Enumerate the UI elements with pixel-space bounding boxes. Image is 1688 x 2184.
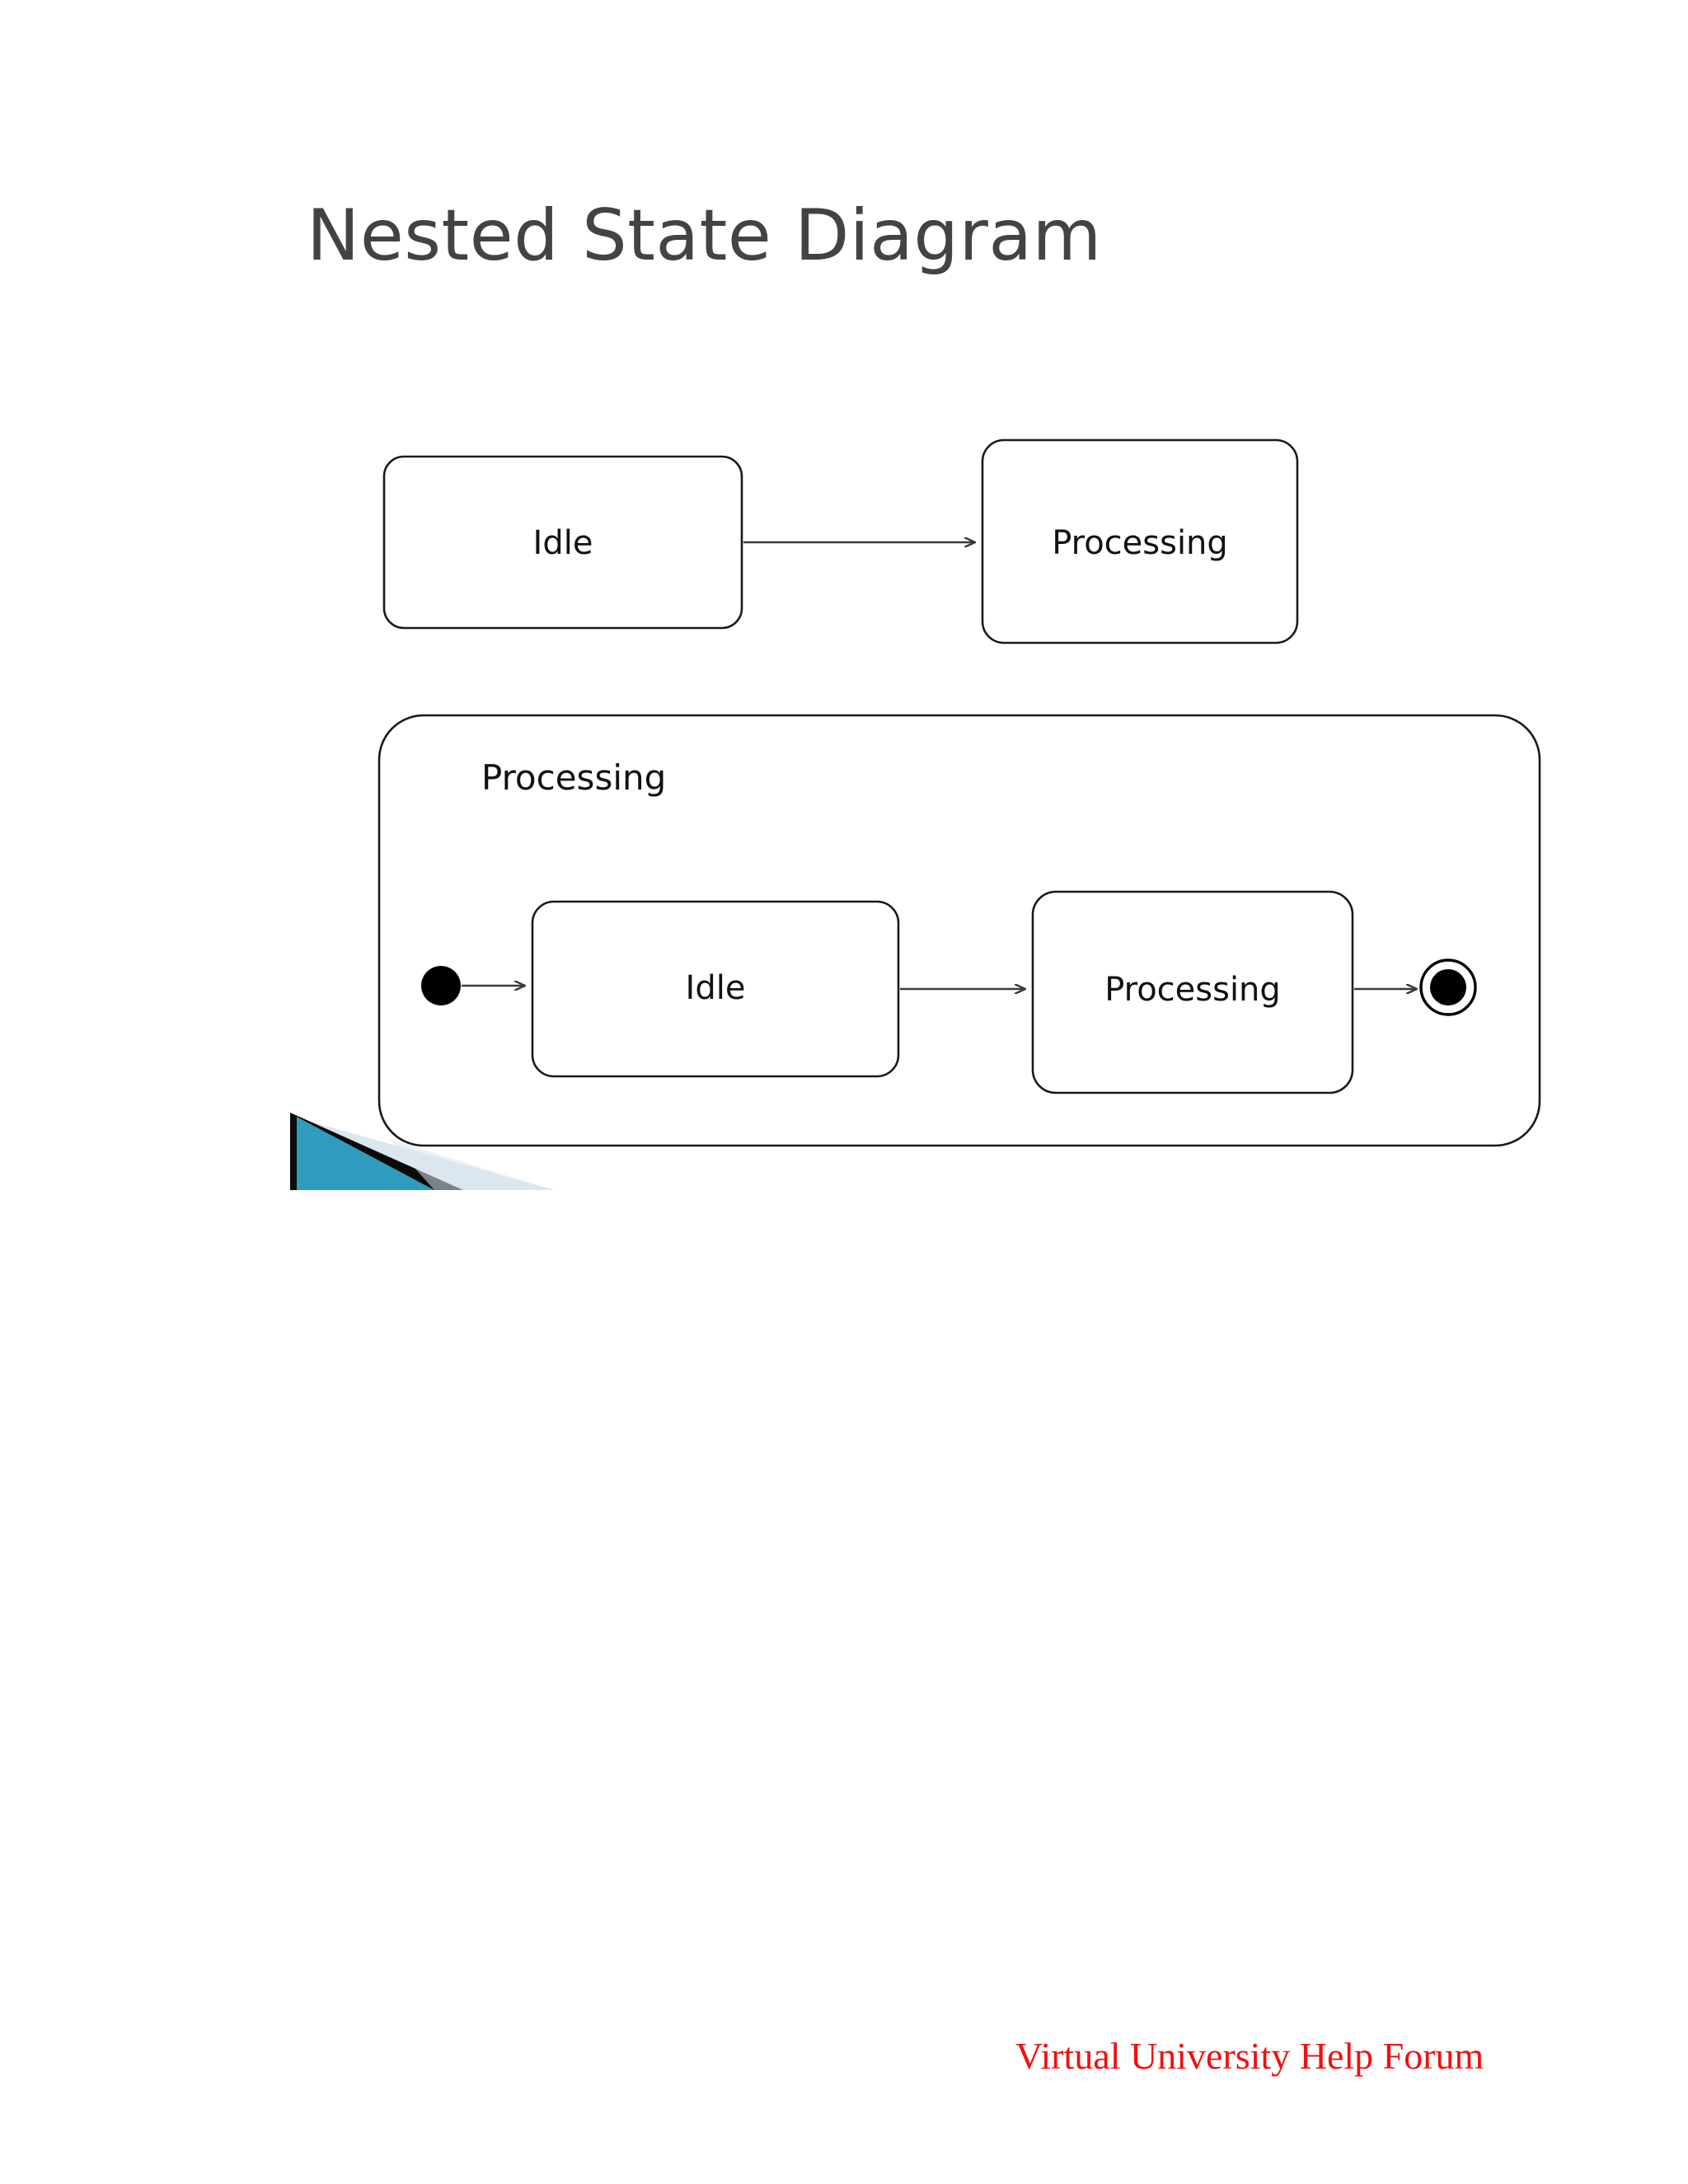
- wedge-teal-shape: [297, 1117, 434, 1190]
- state-label-idle-inner: Idle: [686, 969, 746, 1007]
- composite-state-processing: Processing Idle Processing: [377, 714, 1541, 1147]
- state-box-processing-top[interactable]: [981, 438, 1299, 644]
- state-diagram: Idle Processing Processing: [377, 438, 1541, 1147]
- final-pseudostate-icon: [1419, 958, 1477, 1016]
- state-idle-top: Idle: [382, 455, 743, 630]
- page-title: Nested State Diagram: [307, 194, 1102, 277]
- state-label-idle-top: Idle: [533, 524, 593, 562]
- state-idle-inner: Idle: [531, 900, 900, 1078]
- state-box-processing-inner[interactable]: [1031, 890, 1354, 1094]
- state-processing-inner: Processing: [1031, 890, 1354, 1094]
- initial-pseudostate-icon: [421, 966, 461, 1005]
- state-label-processing-inner: Processing: [1104, 971, 1281, 1009]
- state-diagram-canvas: Idle Processing Processing: [377, 438, 1541, 1147]
- state-label-processing-top: Processing: [1052, 524, 1228, 562]
- state-box-idle-inner[interactable]: [531, 900, 900, 1078]
- footer-watermark: Virtual University Help Forum: [1015, 2035, 1484, 2077]
- top-level-group: Idle Processing: [382, 438, 1299, 644]
- decorative-wedge-svg: [290, 1113, 554, 1190]
- state-box-idle-top[interactable]: [382, 455, 743, 630]
- decorative-wedge-graphic: [290, 1106, 702, 1201]
- wedge-pale-tail: [389, 1139, 554, 1190]
- composite-state-label: Processing: [481, 757, 666, 798]
- state-processing-top: Processing: [981, 438, 1299, 644]
